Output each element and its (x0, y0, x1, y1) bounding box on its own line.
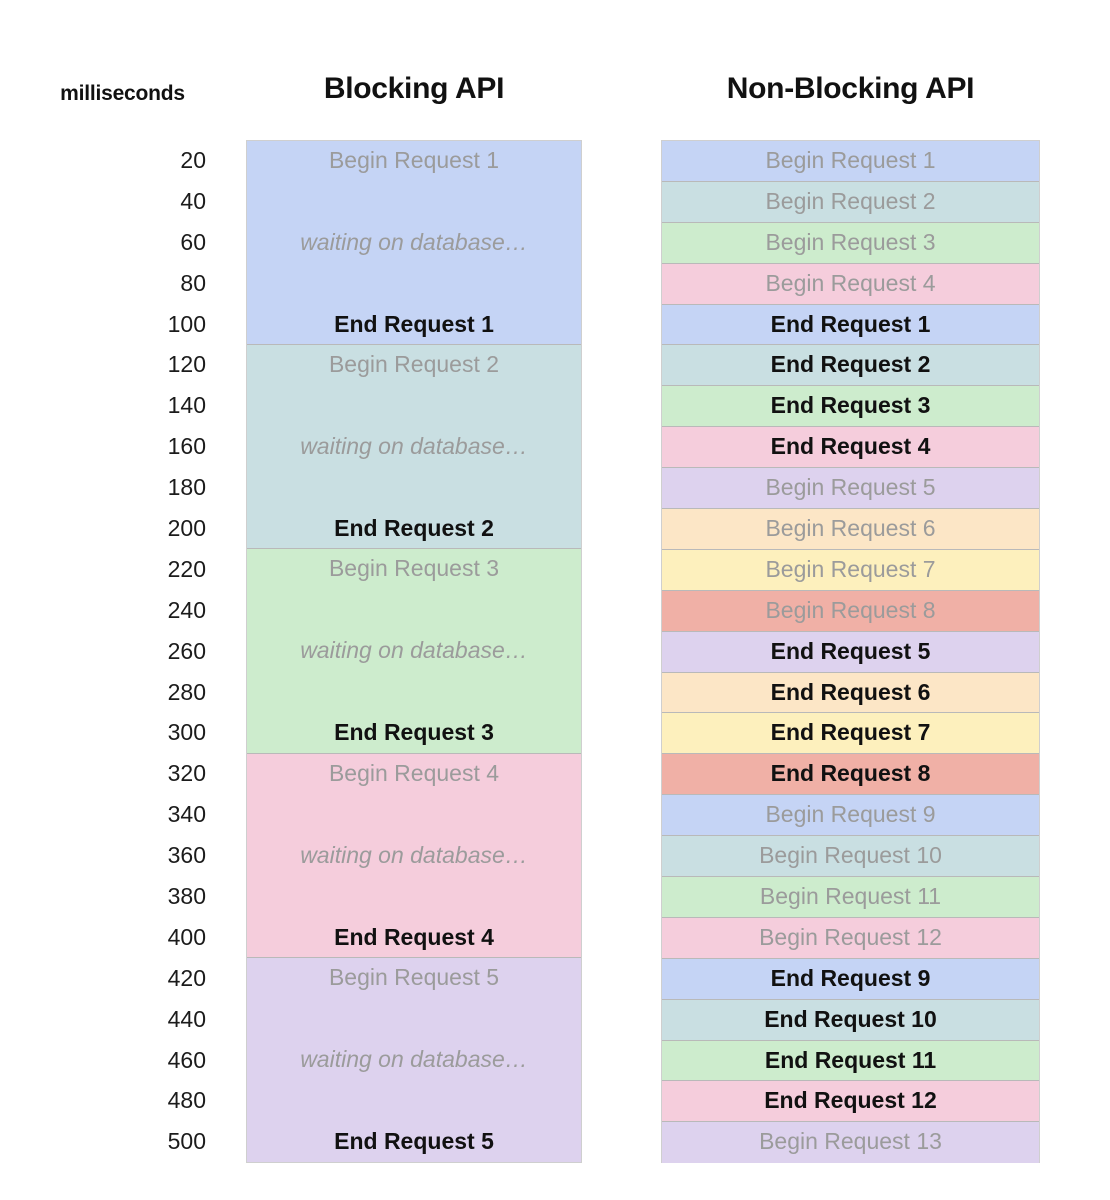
blocking-begin-label: Begin Request 2 (328, 351, 500, 378)
blocking-waiting-label: waiting on database… (300, 1045, 528, 1072)
non-blocking-request-row: End Request 2 (662, 345, 1039, 387)
blocking-end-label: End Request 2 (334, 515, 494, 542)
chart-header-row: milliseconds Blocking API Non-Blocking A… (0, 72, 1110, 122)
non-blocking-request-row: End Request 1 (662, 304, 1039, 346)
axis-tick-label: 400 (167, 923, 206, 950)
axis-tick-label: 220 (167, 555, 206, 582)
non-blocking-request-row: Begin Request 2 (662, 181, 1039, 223)
axis-tick-label: 320 (167, 760, 206, 787)
non-blocking-request-row: End Request 10 (662, 999, 1039, 1041)
blocking-end-label: End Request 1 (334, 311, 494, 337)
blocking-api-column: Begin Request 1 waiting on database… End R… (246, 140, 582, 1163)
axis-tick-label: 460 (167, 1046, 206, 1073)
axis-tick-label: 340 (167, 801, 206, 828)
axis-tick-label: 300 (167, 719, 206, 746)
axis-tick-label: 80 (180, 269, 206, 296)
blocking-api-title: Blocking API (323, 72, 505, 105)
axis-tick-label: 200 (167, 515, 206, 542)
non-blocking-request-row: End Request 11 (662, 1040, 1039, 1082)
non-blocking-request-row: Begin Request 5 (662, 468, 1039, 510)
axis-tick-label: 160 (167, 433, 206, 460)
non-blocking-request-row: End Request 8 (662, 754, 1039, 796)
axis-tick-label: 140 (167, 392, 206, 419)
axis-tick-label: 260 (167, 637, 206, 664)
non-blocking-request-row: Begin Request 8 (662, 590, 1039, 632)
axis-tick-label: 280 (167, 678, 206, 705)
blocking-waiting-label: waiting on database… (300, 433, 528, 460)
non-blocking-request-row: Begin Request 12 (662, 917, 1039, 959)
axis-tick-label: 20 (180, 147, 206, 173)
blocking-waiting-label: waiting on database… (300, 229, 528, 255)
non-blocking-request-row: Begin Request 3 (662, 222, 1039, 264)
non-blocking-request-row: End Request 9 (662, 958, 1039, 1000)
non-blocking-request-row: Begin Request 4 (662, 263, 1039, 305)
axis-tick-label: 500 (167, 1128, 206, 1155)
blocking-request-block: Begin Request 2 waiting on database… End R… (247, 345, 581, 550)
non-blocking-request-row: Begin Request 7 (662, 549, 1039, 591)
non-blocking-request-row: Begin Request 9 (662, 795, 1039, 837)
blocking-begin-label: Begin Request 1 (328, 147, 500, 173)
blocking-request-block: Begin Request 3 waiting on database… End R… (247, 549, 581, 754)
non-blocking-request-row: Begin Request 11 (662, 877, 1039, 918)
axis-tick-label: 100 (167, 310, 206, 337)
axis-tick-label: 240 (167, 596, 206, 623)
non-blocking-request-row: End Request 6 (662, 672, 1039, 714)
non-blocking-request-row: End Request 7 (662, 713, 1039, 755)
milliseconds-axis: 20 40 60 80 100 120 140 160 180 200 220 240 260 280 30… (30, 140, 206, 1162)
blocking-request-block: Begin Request 5 waiting on database… End R… (247, 957, 581, 1162)
blocking-begin-label: Begin Request 3 (328, 555, 500, 582)
blocking-begin-label: Begin Request 4 (328, 759, 500, 786)
blocking-waiting-label: waiting on database… (300, 637, 528, 664)
axis-tick-label: 180 (167, 474, 206, 501)
non-blocking-request-row: End Request 12 (662, 1081, 1039, 1123)
axis-tick-label: 60 (180, 228, 206, 255)
non-blocking-request-row: End Request 4 (662, 427, 1039, 469)
non-blocking-request-row: Begin Request 6 (662, 509, 1039, 550)
non-blocking-request-row: End Request 5 (662, 631, 1039, 673)
blocking-waiting-label: waiting on database… (300, 841, 528, 868)
blocking-request-block: Begin Request 4 waiting on database… End R… (247, 753, 581, 958)
blocking-end-label: End Request 4 (334, 923, 494, 950)
axis-tick-label: 420 (167, 964, 206, 991)
axis-tick-label: 40 (180, 187, 206, 214)
non-blocking-request-row: Begin Request 13 (662, 1122, 1039, 1164)
axis-title: milliseconds (60, 82, 185, 105)
blocking-end-label: End Request 3 (334, 719, 494, 746)
axis-tick-label: 480 (167, 1087, 206, 1114)
non-blocking-request-row: End Request 3 (662, 386, 1039, 428)
blocking-request-block: Begin Request 1 waiting on database… End R… (247, 141, 581, 346)
axis-tick-label: 380 (167, 883, 206, 910)
blocking-end-label: End Request 5 (334, 1127, 494, 1154)
axis-tick-label: 440 (167, 1005, 206, 1032)
non-blocking-request-row: Begin Request 10 (662, 836, 1039, 878)
axis-tick-label: 360 (167, 842, 206, 869)
non-blocking-request-row: Begin Request 1 (662, 141, 1039, 182)
non-blocking-api-title: Non-Blocking API (726, 72, 975, 105)
blocking-begin-label: Begin Request 5 (328, 963, 500, 990)
axis-tick-label: 120 (167, 351, 206, 378)
